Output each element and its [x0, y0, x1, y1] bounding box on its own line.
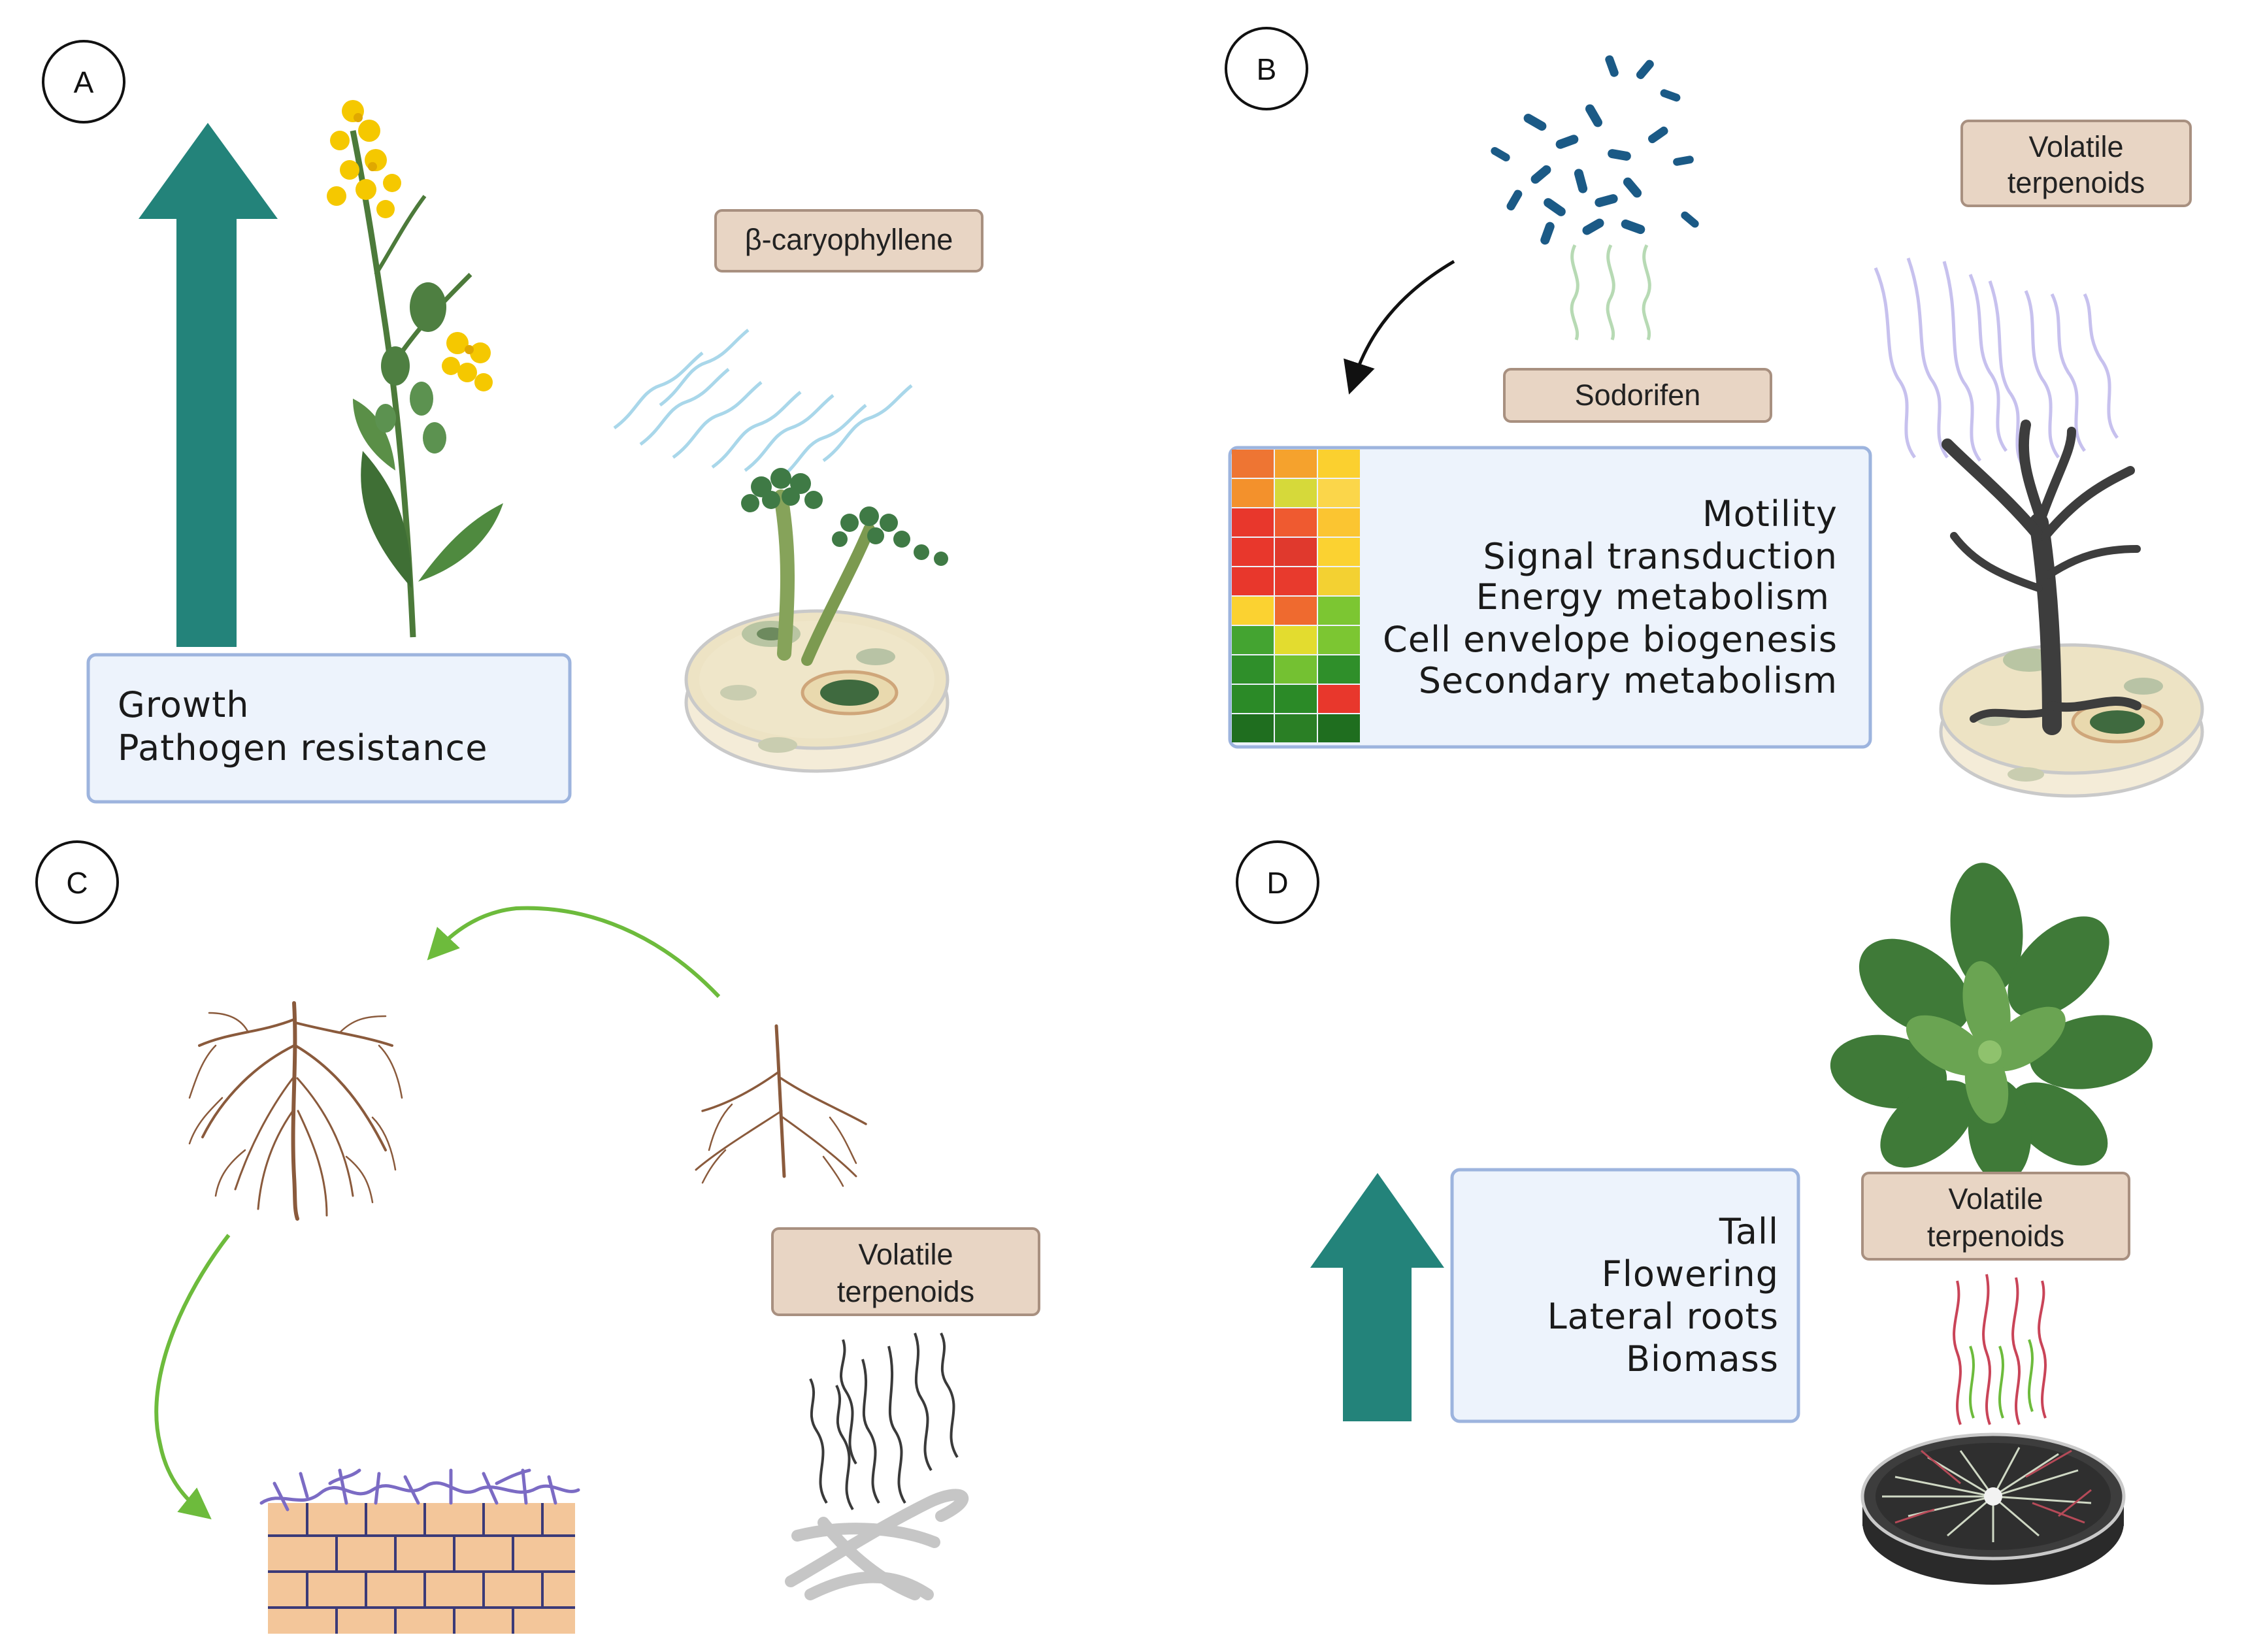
heatmap-cell	[1318, 685, 1360, 713]
panel-b: B	[1225, 27, 2204, 798]
volatile-wave-icon-d	[1953, 1274, 2047, 1425]
grey-mycelium-icon	[785, 1489, 968, 1600]
tag-beta-caryophyllene-text: β-caryophyllene	[745, 223, 953, 256]
heatmap-cell	[1232, 508, 1274, 537]
panel-d-label-circle	[1236, 840, 1319, 924]
root-system-icon-large	[188, 1001, 403, 1221]
trait-line-4: Biomass	[1626, 1338, 1779, 1379]
heatmap-cell	[1275, 714, 1317, 742]
panel-b-label-circle	[1225, 27, 1308, 110]
growth-box: Growth Pathogen resistance	[86, 653, 572, 804]
heatmap-cell	[1318, 450, 1360, 478]
bacteria-function-box: Motility Signal transduction Energy meta…	[1228, 446, 1872, 749]
heatmap-cell	[1232, 714, 1274, 742]
panel-c: C	[35, 840, 1040, 1634]
panel-c-label: C	[66, 866, 88, 900]
bacteria-volatile-waves	[1570, 244, 1651, 340]
heatmap-cell	[1275, 450, 1317, 478]
green-arrow-bottom	[154, 1234, 231, 1519]
heatmap-cell	[1275, 626, 1317, 654]
tag-volatile-d-line-1: Volatile	[1948, 1182, 2043, 1215]
increase-arrow	[139, 123, 278, 647]
growth-box-line-1: Growth	[118, 684, 249, 725]
heatmap-cell	[1318, 479, 1360, 507]
function-line-3: Energy metabolism	[1476, 576, 1830, 618]
heatmap-cell	[1275, 685, 1317, 713]
tag-volatile-b-line-2: terpenoids	[2008, 166, 2145, 199]
panel-d-label: D	[1266, 866, 1288, 900]
increase-arrow-d	[1310, 1173, 1444, 1421]
trait-line-2: Flowering	[1602, 1253, 1779, 1295]
heatmap-cell	[1232, 538, 1274, 566]
bacteria-icon	[1491, 55, 1699, 245]
heatmap-cell	[1232, 685, 1274, 713]
panel-c-label-circle	[35, 840, 119, 924]
panel-a: A	[42, 40, 984, 804]
tag-sodorifen: Sodorifen	[1503, 368, 1772, 423]
volatile-wave-icon-c	[809, 1332, 959, 1511]
heatmap-cell	[1275, 508, 1317, 537]
green-arrow-top	[427, 906, 721, 999]
tag-volatile-b-line-1: Volatile	[2028, 130, 2123, 163]
panel-a-label: A	[74, 65, 94, 99]
heatmap-cell	[1318, 538, 1360, 566]
heatmap-cell	[1232, 626, 1274, 654]
volatile-wave-icon	[613, 329, 913, 482]
heatmap-cell	[1318, 655, 1360, 684]
heatmap-cell	[1318, 714, 1360, 742]
heatmap-cell	[1232, 655, 1274, 684]
heatmap-cell	[1275, 538, 1317, 566]
heatmap-cell	[1275, 479, 1317, 507]
panel-a-label-circle	[42, 40, 125, 124]
trait-line-1: Tall	[1719, 1211, 1779, 1252]
tag-beta-caryophyllene: β-caryophyllene	[714, 209, 984, 273]
heatmap-cell	[1318, 626, 1360, 654]
panel-d: D Tall	[1236, 840, 2153, 1585]
heatmap-cell	[1232, 479, 1274, 507]
seedling-petri-dish-icon	[1860, 1432, 2126, 1585]
heatmap-cell	[1318, 567, 1360, 595]
function-line-1: Motility	[1702, 493, 1838, 535]
tag-volatile-terpenoids-d: Volatile terpenoids	[1861, 1172, 2130, 1261]
heatmap-cell	[1232, 597, 1274, 625]
heatmap-cell	[1275, 567, 1317, 595]
tag-volatile-d-line-2: terpenoids	[1927, 1219, 2064, 1253]
tag-sodorifen-text: Sodorifen	[1575, 378, 1701, 412]
tag-volatile-c-line-2: terpenoids	[837, 1275, 974, 1308]
heatmap-cell	[1318, 508, 1360, 537]
heatmap-cell	[1232, 450, 1274, 478]
panel-b-label: B	[1257, 52, 1277, 86]
function-line-2: Signal transduction	[1483, 536, 1838, 577]
heatmap-cell	[1232, 567, 1274, 595]
black-curved-arrow	[1344, 259, 1455, 395]
heatmap-cell	[1275, 655, 1317, 684]
function-line-5: Secondary metabolism	[1419, 660, 1838, 701]
mycelium-soil-icon	[259, 1468, 580, 1634]
growth-box-line-2: Pathogen resistance	[118, 727, 488, 768]
black-fungus-petri-dish-icon	[1939, 420, 2204, 798]
fungus-petri-dish-icon	[684, 468, 950, 773]
root-system-icon-small	[695, 1024, 867, 1187]
volatile-wave-icon-b	[1874, 257, 2119, 472]
tag-volatile-terpenoids-c: Volatile terpenoids	[771, 1227, 1040, 1316]
heatmap-cell	[1318, 597, 1360, 625]
flowering-plant-icon	[327, 100, 503, 638]
heatmap-cell	[1275, 597, 1317, 625]
function-line-4: Cell envelope biogenesis	[1383, 619, 1838, 660]
heatmap	[1232, 450, 1360, 742]
tag-volatile-terpenoids-b: Volatile terpenoids	[1960, 120, 2192, 207]
rosette-plant-icon	[1830, 863, 2153, 1183]
traits-box: Tall Flowering Lateral roots Biomass	[1450, 1168, 1800, 1423]
trait-line-3: Lateral roots	[1547, 1296, 1779, 1337]
tag-volatile-c-line-1: Volatile	[858, 1238, 953, 1271]
